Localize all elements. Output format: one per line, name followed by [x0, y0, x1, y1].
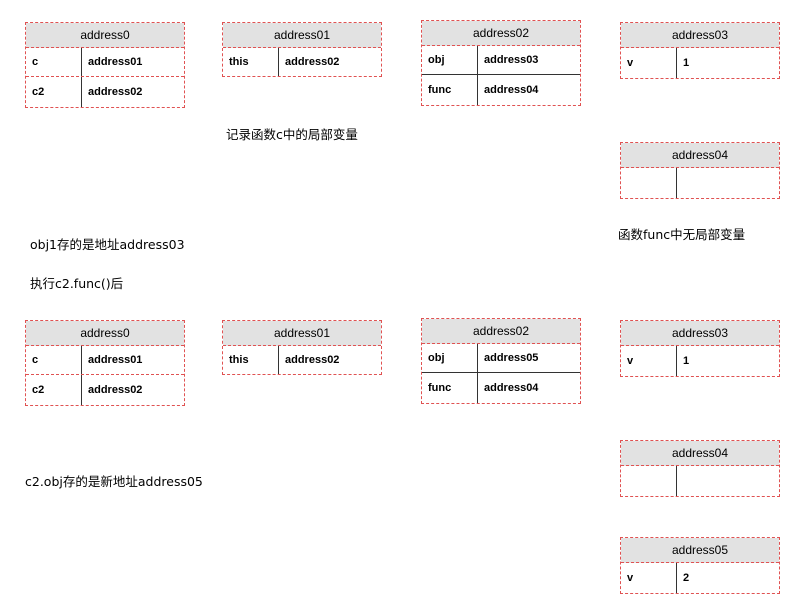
table-title: address0	[26, 23, 184, 48]
table-row: c address01	[26, 48, 184, 77]
lower-table-address05: address05 v 2	[620, 537, 780, 594]
upper-table-address0: address0 c address01 c2 address02	[25, 22, 185, 108]
var-value: address02	[88, 86, 143, 98]
table-title: address05	[621, 538, 779, 563]
var-name: v	[621, 346, 677, 376]
table-row	[621, 466, 779, 496]
table-row	[621, 168, 779, 198]
table-row: v 2	[621, 563, 779, 593]
lower-table-address02: address02 obj address05 func address04	[421, 318, 581, 404]
table-title: address04	[621, 441, 779, 466]
table-row: v 1	[621, 346, 779, 376]
note-obj1-address: obj1存的是地址address03	[30, 237, 185, 252]
table-title: address01	[223, 23, 381, 48]
upper-table-address04: address04	[620, 142, 780, 199]
lower-table-address01: address01 this address02	[222, 320, 382, 375]
note-no-local-func: 函数func中无局部变量	[618, 227, 746, 242]
note-after-call: 执行c2.func()后	[30, 276, 124, 291]
var-value: address02	[285, 354, 340, 366]
var-name: v	[621, 563, 677, 593]
upper-table-address02: address02 obj address03 func address04	[421, 20, 581, 106]
var-name: obj	[422, 344, 478, 372]
table-row: c2 address02	[26, 77, 184, 107]
table-row: v 1	[621, 48, 779, 78]
table-title: address02	[422, 319, 580, 344]
var-value: address05	[484, 352, 539, 364]
table-title: address01	[223, 321, 381, 346]
var-value: address02	[88, 384, 143, 396]
var-name: func	[422, 373, 478, 403]
lower-table-address04: address04	[620, 440, 780, 497]
table-title: address02	[422, 21, 580, 46]
var-name: c	[26, 48, 82, 76]
var-name	[621, 168, 677, 198]
var-value: address01	[88, 56, 143, 68]
var-name: func	[422, 75, 478, 105]
note-local-vars-c: 记录函数c中的局部变量	[226, 127, 358, 142]
var-name	[621, 466, 677, 496]
var-value	[677, 466, 779, 496]
table-row: this address02	[223, 48, 381, 76]
var-value: address04	[484, 382, 539, 394]
var-value: address02	[285, 56, 340, 68]
table-row: c2 address02	[26, 375, 184, 405]
table-title: address0	[26, 321, 184, 346]
var-name: v	[621, 48, 677, 78]
upper-table-address03: address03 v 1	[620, 22, 780, 79]
lower-table-address0: address0 c address01 c2 address02	[25, 320, 185, 406]
var-value: address01	[88, 354, 143, 366]
var-name: obj	[422, 46, 478, 74]
var-name: c2	[26, 375, 82, 405]
note-new-address: c2.obj存的是新地址address05	[25, 474, 203, 489]
upper-table-address01: address01 this address02	[222, 22, 382, 77]
table-row: obj address05	[422, 344, 580, 373]
table-row: func address04	[422, 75, 580, 105]
var-value: 2	[683, 572, 690, 584]
table-title: address03	[621, 23, 779, 48]
var-name: this	[223, 48, 279, 76]
var-value: address03	[484, 54, 539, 66]
table-row: func address04	[422, 373, 580, 403]
var-value	[677, 168, 779, 198]
var-value: 1	[683, 355, 690, 367]
var-name: this	[223, 346, 279, 374]
table-row: this address02	[223, 346, 381, 374]
var-value: 1	[683, 57, 690, 69]
table-title: address04	[621, 143, 779, 168]
table-title: address03	[621, 321, 779, 346]
var-value: address04	[484, 84, 539, 96]
lower-table-address03: address03 v 1	[620, 320, 780, 377]
table-row: c address01	[26, 346, 184, 375]
table-row: obj address03	[422, 46, 580, 75]
var-name: c2	[26, 77, 82, 107]
var-name: c	[26, 346, 82, 374]
